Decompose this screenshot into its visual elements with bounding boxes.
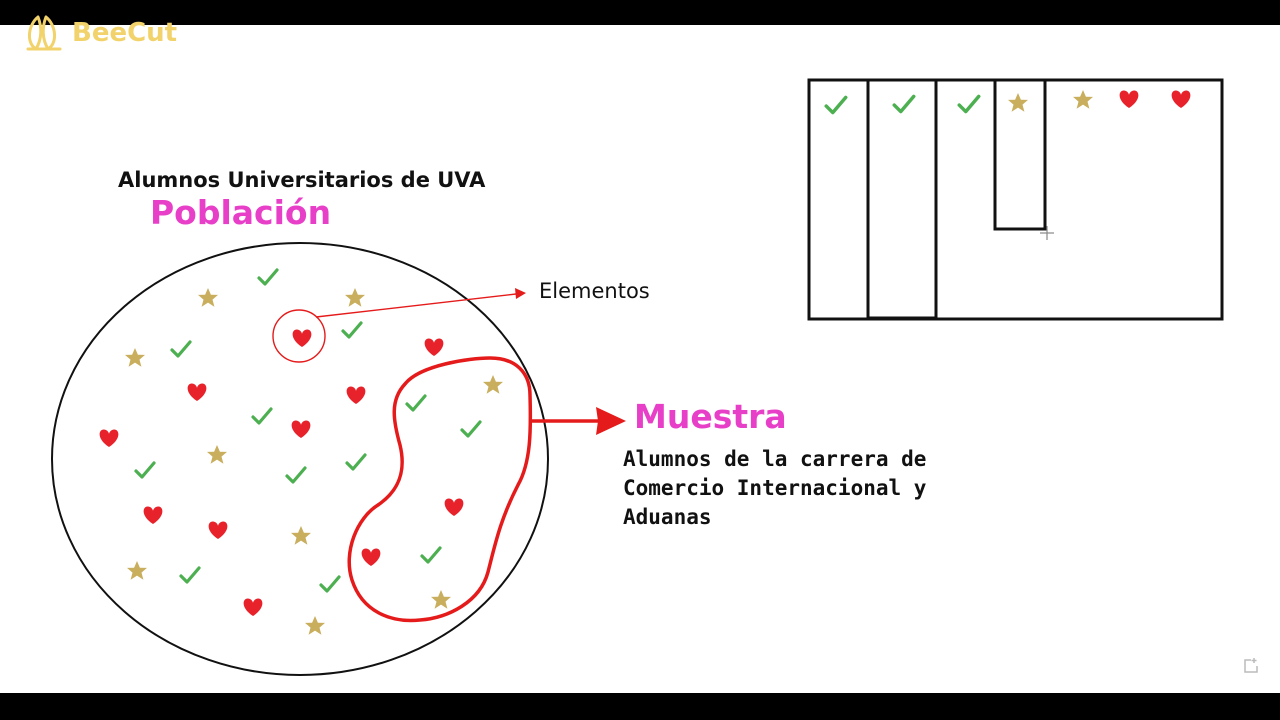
star-icon <box>198 288 218 307</box>
grid-items <box>824 90 1191 115</box>
bee-logo-icon <box>26 15 62 51</box>
check-icon <box>345 453 367 471</box>
check-icon <box>957 94 981 114</box>
expand-icon[interactable] <box>1242 657 1260 675</box>
check-icon <box>134 461 156 479</box>
watermark: BeeCut <box>22 12 177 54</box>
check-icon <box>824 95 848 115</box>
sample-description: Alumnos de la carrera de Comercio Intern… <box>623 447 927 529</box>
star-icon <box>305 616 325 635</box>
star-icon <box>431 590 451 609</box>
sample-label: Muestra <box>634 397 787 436</box>
check-icon <box>420 546 442 564</box>
population-label: Población <box>150 193 332 232</box>
star-icon <box>291 526 311 545</box>
check-icon <box>405 394 427 412</box>
population-subtitle: Alumnos Universitarios de UVA <box>118 168 486 192</box>
element-highlight-circle <box>272 309 326 363</box>
star-icon <box>207 445 227 464</box>
sample-arrowhead <box>596 407 626 435</box>
star-icon <box>125 348 145 367</box>
check-icon <box>170 340 192 358</box>
watermark-brand: BeeCut <box>72 18 178 48</box>
heart-icon <box>99 429 119 447</box>
crosshair-cursor <box>1040 226 1054 240</box>
heart-icon <box>187 383 207 401</box>
star-icon <box>345 288 365 307</box>
heart-icon <box>292 329 312 347</box>
element-pointer-line <box>315 293 517 318</box>
heart-icon <box>291 420 311 438</box>
heart-icon <box>243 598 263 616</box>
heart-icon <box>361 548 381 566</box>
element-pointer-arrowhead <box>515 288 526 299</box>
element-label: Elementos <box>539 279 650 303</box>
heart-icon <box>444 498 464 516</box>
population-ellipse <box>51 242 549 676</box>
check-icon <box>341 321 363 339</box>
check-icon <box>892 94 916 114</box>
star-icon <box>1073 90 1093 109</box>
check-icon <box>251 407 273 425</box>
grid-frame <box>807 78 1224 321</box>
star-icon <box>483 375 503 394</box>
heart-icon <box>1171 90 1191 108</box>
grid-inner-box <box>993 80 1047 231</box>
check-icon <box>257 268 279 286</box>
heart-icon <box>424 338 444 356</box>
heart-icon <box>1119 90 1139 108</box>
sample-outline <box>347 356 533 623</box>
slide-canvas <box>0 25 1280 693</box>
heart-icon <box>208 521 228 539</box>
sampling-grid <box>807 78 1224 321</box>
star-icon <box>127 561 147 580</box>
heart-icon <box>346 386 366 404</box>
check-icon <box>285 466 307 484</box>
heart-icon <box>143 506 163 524</box>
check-icon <box>319 575 341 593</box>
check-icon <box>460 420 482 438</box>
star-icon <box>1008 93 1028 112</box>
check-icon <box>179 566 201 584</box>
population-items <box>99 268 503 635</box>
